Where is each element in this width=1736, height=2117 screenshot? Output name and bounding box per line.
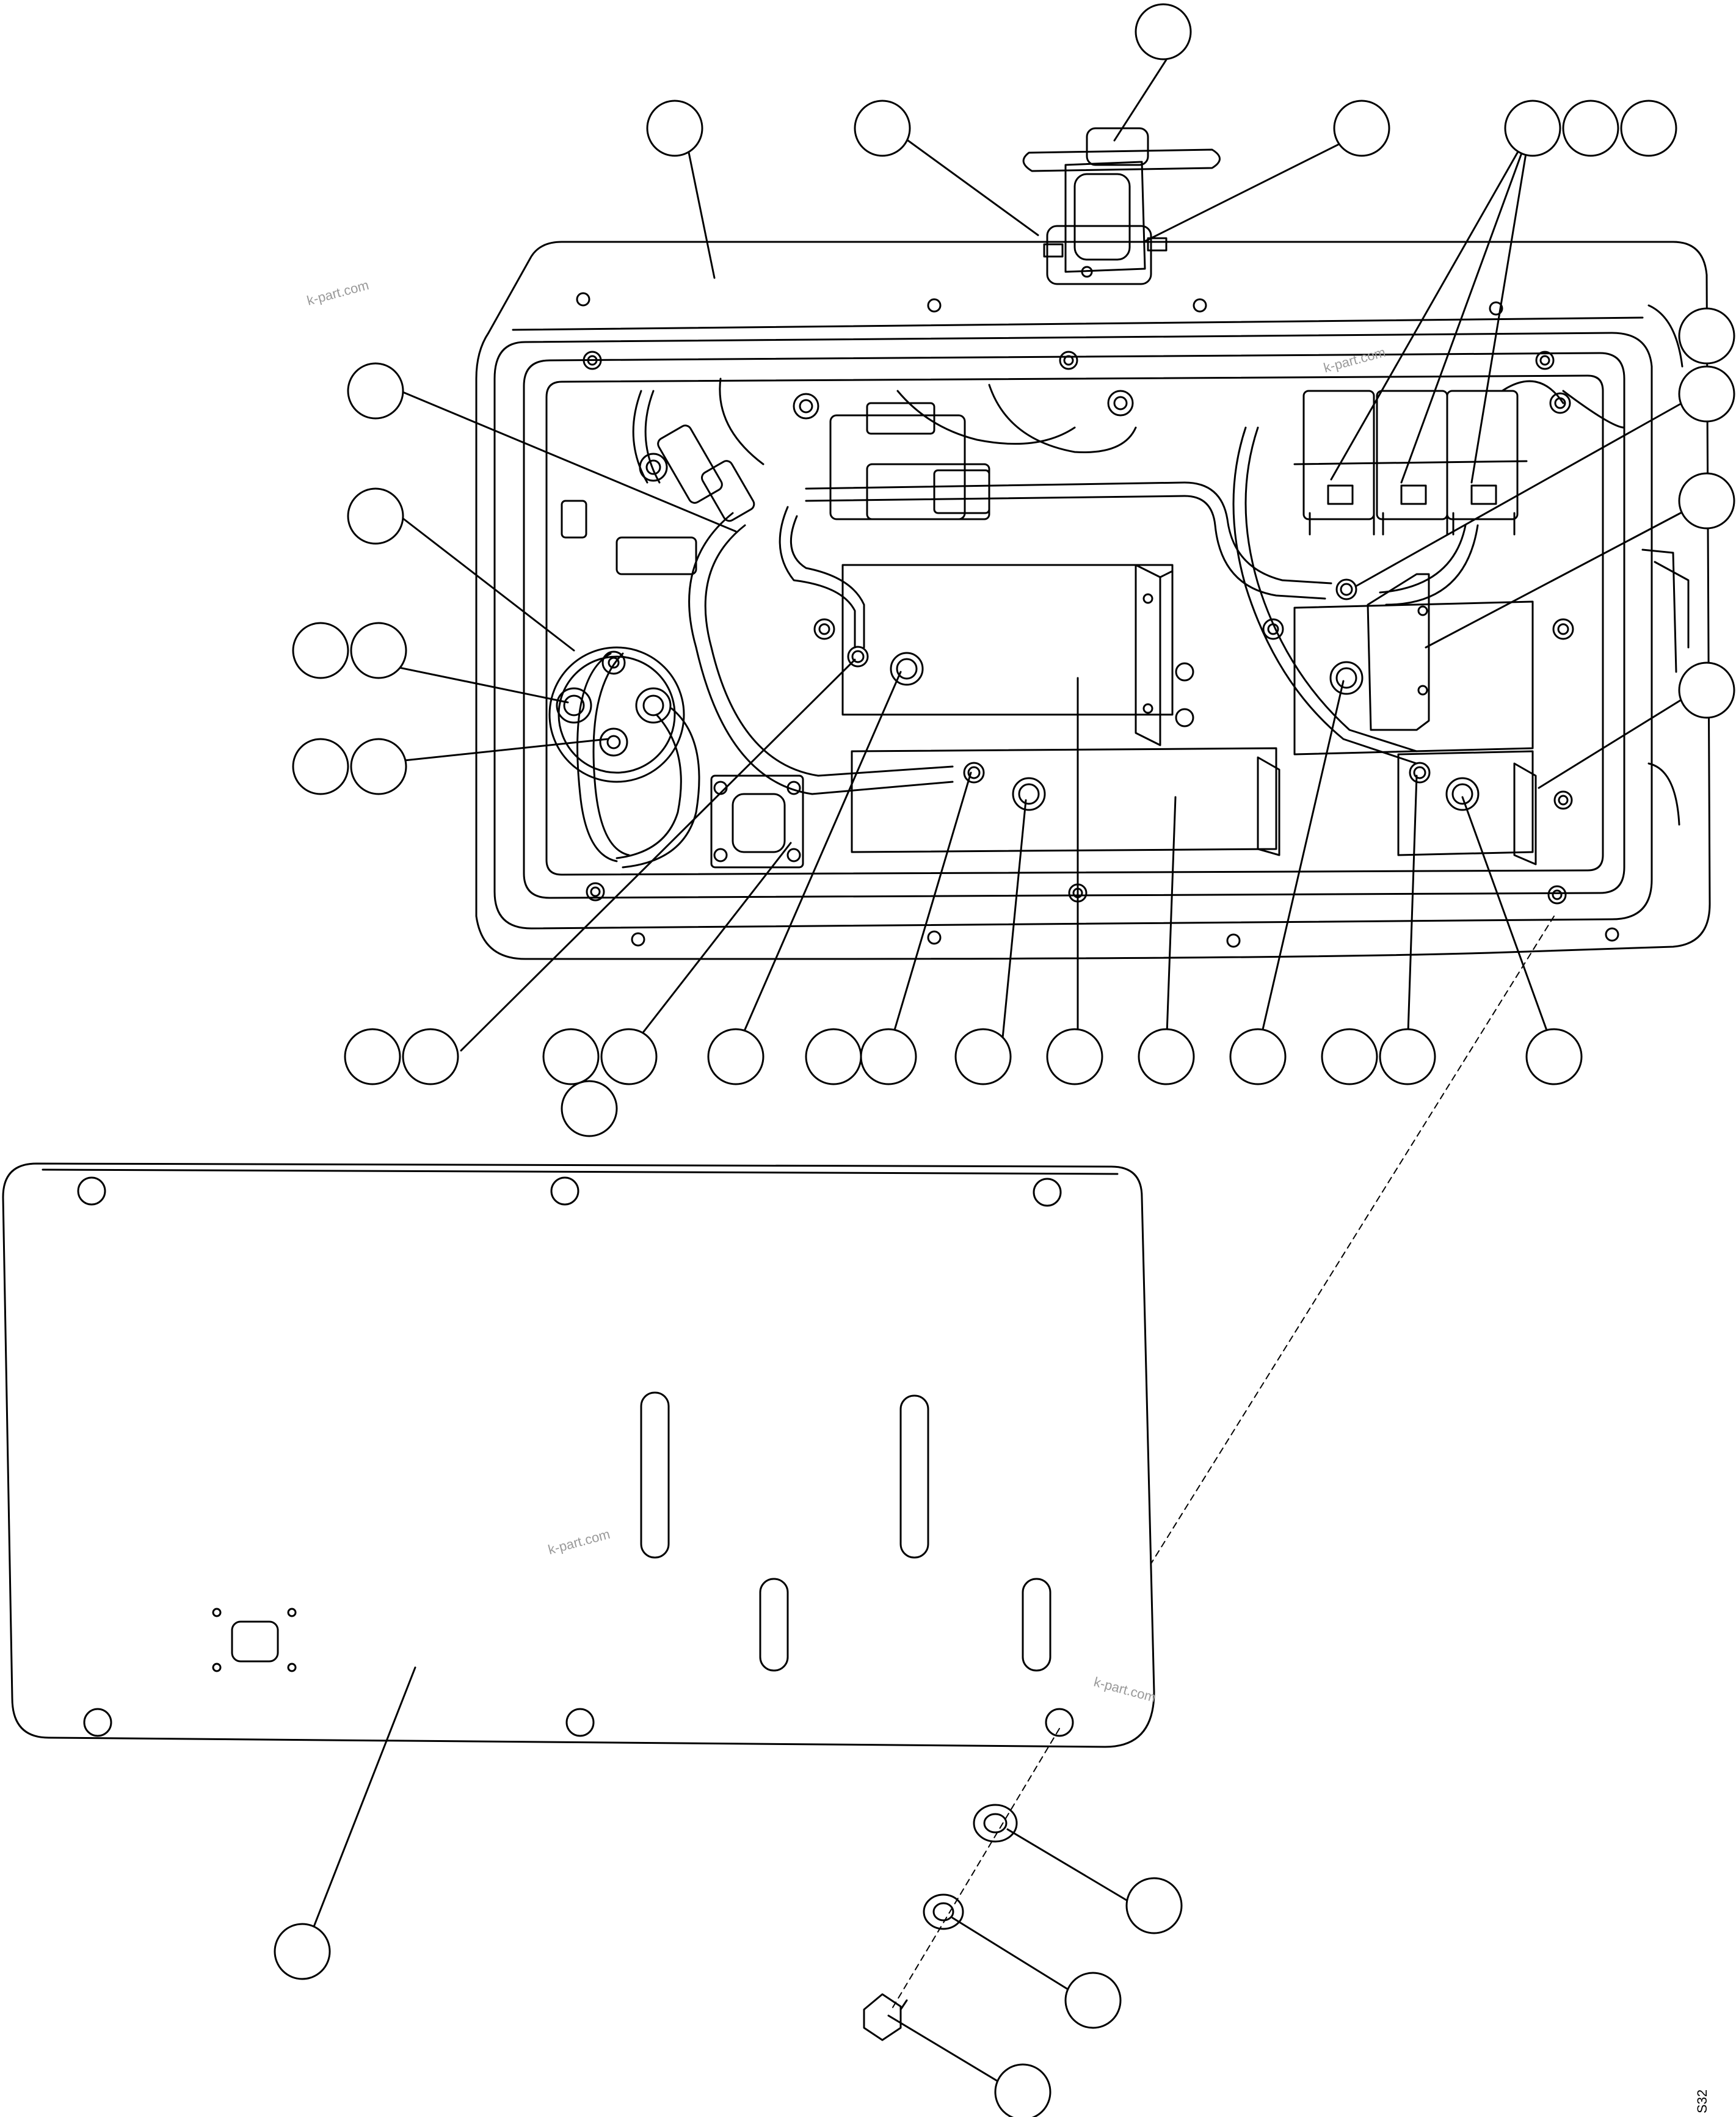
callout-bubble bbox=[561, 1080, 618, 1137]
callout-bubble bbox=[402, 1028, 459, 1085]
callout-bubble bbox=[350, 738, 407, 795]
watermark: k-part.com bbox=[305, 277, 371, 308]
hinge-latch bbox=[1022, 127, 1221, 285]
callout-bubble bbox=[1678, 365, 1735, 423]
callout-bubble bbox=[646, 100, 703, 157]
callout-bubble bbox=[1135, 3, 1192, 60]
callout-bubble bbox=[994, 2063, 1051, 2117]
cover-plate bbox=[2, 1162, 1155, 1748]
callout-bubble bbox=[292, 622, 349, 679]
callout-leaders bbox=[304, 54, 1708, 2090]
callout-bubble bbox=[1678, 472, 1735, 530]
callout-bubble bbox=[292, 738, 349, 795]
callout-bubble bbox=[600, 1028, 658, 1085]
watermarks: k-part.com k-part.com k-part.com k-part.… bbox=[305, 277, 1387, 1705]
callout-bubble bbox=[860, 1028, 917, 1085]
watermark: k-part.com bbox=[1322, 344, 1387, 376]
callout-bubble bbox=[1125, 1877, 1183, 1934]
callout-bubble bbox=[1678, 661, 1735, 719]
center-bracket bbox=[841, 564, 1194, 746]
alignment-lines bbox=[891, 916, 1555, 2010]
callout-bubble bbox=[1333, 100, 1390, 157]
callout-bubble bbox=[1064, 1972, 1122, 2029]
callout-bubble bbox=[1525, 1028, 1583, 1085]
callout-bubble bbox=[1138, 1028, 1195, 1085]
ground-stud-plate bbox=[548, 646, 685, 783]
callout-bubble bbox=[542, 1028, 600, 1085]
figure-code: S32 bbox=[1694, 2090, 1710, 2113]
callout-bubble bbox=[274, 1923, 331, 1980]
callout-bubbles bbox=[274, 3, 1735, 2117]
callout-bubble bbox=[954, 1028, 1012, 1085]
callout-bubble bbox=[1046, 1028, 1103, 1085]
callout-bubble bbox=[1562, 100, 1619, 157]
watermark: k-part.com bbox=[547, 1526, 612, 1558]
relay-block bbox=[1293, 390, 1528, 536]
callout-bubble bbox=[347, 362, 404, 420]
watermark: k-part.com bbox=[1092, 1674, 1158, 1705]
callout-bubble bbox=[1321, 1028, 1378, 1085]
right-bracket bbox=[1293, 573, 1573, 865]
cover-hardware bbox=[863, 1804, 1018, 2041]
callout-bubble bbox=[1379, 1028, 1436, 1085]
harness-connectors bbox=[561, 390, 1134, 575]
control-box-housing bbox=[475, 241, 1711, 960]
callout-bubble bbox=[707, 1028, 764, 1085]
callout-bubble bbox=[1620, 100, 1677, 157]
ring-terminals bbox=[813, 578, 1574, 784]
callout-bubble bbox=[1504, 100, 1561, 157]
callout-bubble bbox=[1678, 307, 1735, 365]
wire-harness bbox=[576, 377, 1625, 869]
callout-bubble bbox=[344, 1028, 401, 1085]
lower-bracket bbox=[851, 747, 1280, 856]
callout-bubble bbox=[854, 100, 911, 157]
callout-bubble bbox=[350, 622, 407, 679]
callout-bubble bbox=[1229, 1028, 1287, 1085]
callout-bubble bbox=[347, 487, 404, 545]
diagnostic-connector-mount bbox=[710, 774, 804, 869]
callout-bubble bbox=[805, 1028, 862, 1085]
